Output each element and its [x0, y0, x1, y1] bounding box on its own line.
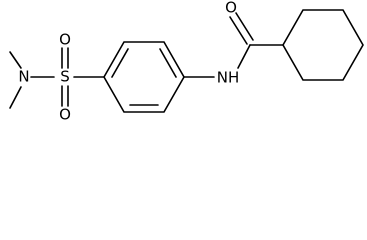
- aromatic-double-bond-1: [111, 48, 129, 78]
- atom-sulfonyl-oxygen-top: O: [59, 31, 71, 49]
- atom-carbonyl-oxygen: O: [225, 0, 237, 17]
- bond-carbonyl-a: [229, 16, 248, 45]
- bond-nh-to-carbonyl-c: [237, 44, 251, 69]
- cyclohexane-ring: [282, 9, 364, 81]
- atom-sulfur: S: [60, 68, 70, 86]
- atom-sulfonyl-oxygen-bottom: O: [59, 106, 71, 124]
- structure-canvas: N S O O NH O: [9, 0, 364, 124]
- bond-carbonyl-b: [235, 12, 254, 41]
- benzene-ring: [103, 41, 185, 113]
- bond-methyl-lower-to-n: [9, 86, 22, 109]
- bond-methyl-upper-to-n: [9, 51, 22, 69]
- aromatic-double-bond-2: [159, 48, 177, 78]
- atom-amine-nitrogen: N: [18, 68, 29, 86]
- atom-amide-nitrogen: NH: [217, 69, 240, 87]
